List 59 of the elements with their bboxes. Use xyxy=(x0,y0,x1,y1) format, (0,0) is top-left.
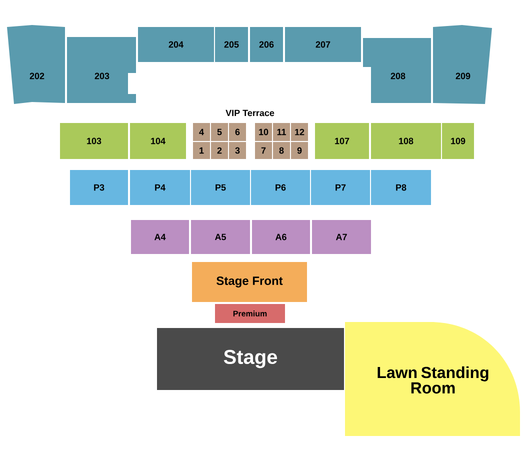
section-block: 7 xyxy=(255,142,272,159)
section-block: 203 xyxy=(67,37,136,103)
section-block: Premium xyxy=(215,304,285,323)
node-label: 3 xyxy=(235,147,240,154)
section-block: A6 xyxy=(252,220,310,254)
section-block: 12 xyxy=(291,123,308,141)
node-label: 10 xyxy=(259,128,268,136)
section-block: 103 xyxy=(60,123,128,159)
section-block: 10 xyxy=(255,123,272,141)
section-block: 107 xyxy=(315,123,369,159)
section-block: 3 xyxy=(229,142,246,159)
section-block: 206 xyxy=(250,27,283,62)
node-label: P6 xyxy=(276,184,286,191)
section-block: 1 xyxy=(193,142,210,159)
node-label: 109 xyxy=(451,138,466,144)
node-label: 8 xyxy=(279,147,284,154)
section-block: 8 xyxy=(273,142,290,159)
node-label: 6 xyxy=(235,128,240,136)
node-label: 5 xyxy=(217,128,222,136)
section-block: P8 xyxy=(371,170,431,205)
node-label: 9 xyxy=(297,147,302,154)
stage-block: Stage xyxy=(157,328,344,390)
node-label: 108 xyxy=(399,138,414,144)
section-block: 109 xyxy=(442,123,474,159)
section-block: 209 xyxy=(433,25,492,104)
node-label: 11 xyxy=(277,128,286,136)
node-label: P5 xyxy=(216,184,226,191)
section-block: P4 xyxy=(130,170,190,205)
section-block: 2 xyxy=(211,142,228,159)
node-label: P7 xyxy=(336,184,346,191)
node-label: 7 xyxy=(261,147,266,154)
section-block: 207 xyxy=(285,27,361,62)
section-block: A5 xyxy=(191,220,250,254)
node-label: 4 xyxy=(199,128,204,136)
area-label: VIP Terrace xyxy=(226,110,274,116)
section-block: A7 xyxy=(312,220,371,254)
section-block: P3 xyxy=(70,170,128,205)
section-block: 5 xyxy=(211,123,228,141)
section-block: P7 xyxy=(311,170,370,205)
section-block: P5 xyxy=(191,170,250,205)
node-label: 205 xyxy=(224,41,239,48)
section-block: 6 xyxy=(229,123,246,141)
section-block: A4 xyxy=(131,220,189,254)
section-block: Stage Front xyxy=(192,262,307,302)
section-block: 9 xyxy=(291,142,308,159)
node-label: 12 xyxy=(295,128,304,136)
node-label: 1 xyxy=(200,147,204,154)
node-label: 2 xyxy=(217,147,222,154)
section-block: P6 xyxy=(251,170,310,205)
node-label: 204 xyxy=(168,41,184,48)
section-block: 208 xyxy=(363,38,431,103)
section-block: 4 xyxy=(193,123,210,141)
node-label: P8 xyxy=(396,184,406,191)
lawn-area: Lawn Standing Room xyxy=(345,322,520,436)
section-block: 202 xyxy=(7,25,65,104)
section-block: 104 xyxy=(130,123,186,159)
section-block: 205 xyxy=(215,27,248,62)
node-label: P4 xyxy=(155,184,166,191)
section-block: 11 xyxy=(273,123,290,141)
